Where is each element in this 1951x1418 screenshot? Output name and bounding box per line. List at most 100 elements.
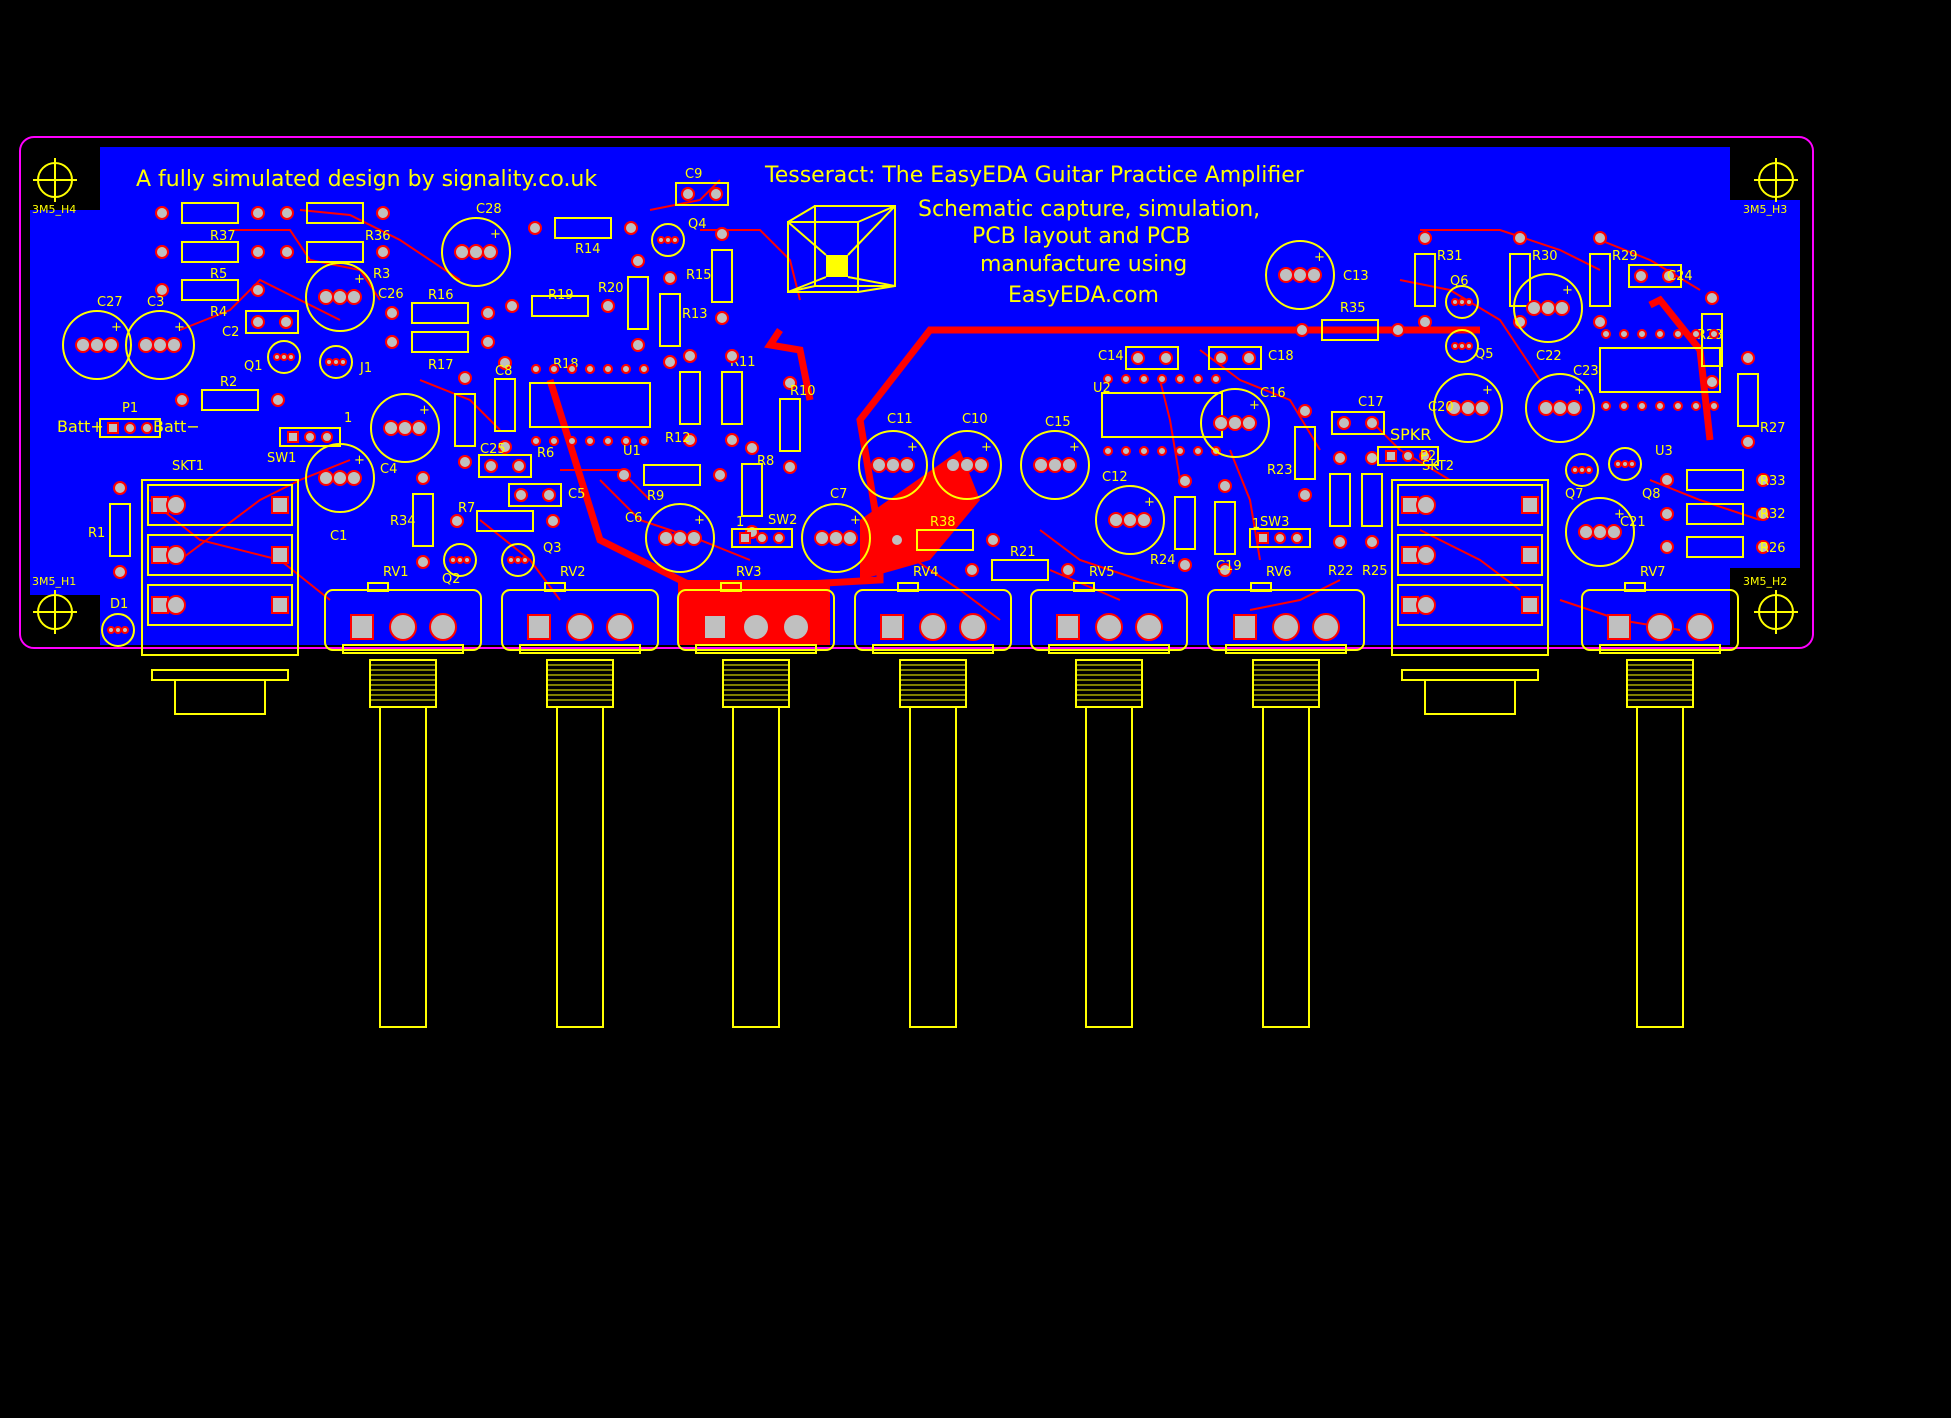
component-c11: +C11 <box>858 412 928 500</box>
component-label: R32 <box>1760 507 1786 522</box>
polarity-mark: + <box>1144 495 1155 510</box>
component-r33: R33 <box>1660 469 1786 491</box>
component-r19: R19 <box>505 288 615 317</box>
component-d1: D1 <box>101 597 135 647</box>
polarity-mark: + <box>354 272 365 287</box>
mounting-hole: 3M5_H1 <box>32 575 77 634</box>
component-label: C23 <box>1573 364 1599 379</box>
component-label: C26 <box>378 287 404 302</box>
component-r24: R24 <box>1150 474 1196 572</box>
component-label: SW2 <box>768 513 797 528</box>
component-r27: R27 <box>1737 351 1786 449</box>
component-r21: R21 <box>965 545 1075 581</box>
component-label: R4 <box>210 305 227 320</box>
tesseract-logo <box>787 205 896 293</box>
component-c24: C24 <box>1628 264 1693 288</box>
credit-text: A fully simulated design by signality.co… <box>136 167 597 192</box>
socket-label: SKT1 <box>172 459 204 474</box>
mounting-hole: 3M5_H4 <box>32 158 77 216</box>
component-q1: Q1 <box>244 340 301 374</box>
component-r29: R29 <box>1589 231 1638 329</box>
component-c7: +C7 <box>801 487 871 573</box>
component-r9: R9 <box>617 464 727 504</box>
polarity-mark: + <box>1562 283 1573 298</box>
component-label: C10 <box>962 412 988 427</box>
potentiometer-rv1: RV1 <box>324 565 482 1028</box>
component-label: R27 <box>1760 421 1786 436</box>
component-label: R16 <box>428 288 454 303</box>
potentiometer-label: RV2 <box>560 565 586 580</box>
component-label: R20 <box>598 281 624 296</box>
potentiometer-rv6: RV6 <box>1207 565 1365 1028</box>
component-q8: Q8 <box>1608 447 1661 502</box>
component-label: C5 <box>568 487 585 502</box>
component-label: C21 <box>1620 515 1646 530</box>
component-sw3: SW3 <box>1249 515 1311 548</box>
component-q2: Q2 <box>442 543 477 587</box>
component-r36: R36 <box>280 202 391 244</box>
component-label: C8 <box>495 364 512 379</box>
mounting-hole-label: 3M5_H1 <box>32 575 76 588</box>
component-c28: +C28 <box>441 202 511 287</box>
component-r31: R31 <box>1414 231 1463 329</box>
component-r7: R7 <box>450 501 560 532</box>
component-r22: R22 <box>1328 451 1354 579</box>
component-label: SW1 <box>267 451 296 466</box>
component-c1: + C1 <box>305 443 375 544</box>
component-label: R9 <box>647 489 664 504</box>
pin1-marker: 1 <box>736 515 744 530</box>
component-u1: U1 <box>529 364 651 459</box>
component-c26: + C26 <box>305 262 404 332</box>
potentiometer-label: RV6 <box>1266 565 1292 580</box>
component-label: R30 <box>1532 249 1558 264</box>
description-line-1: Schematic capture, simulation, <box>918 197 1260 222</box>
polarity-mark: + <box>1574 383 1585 398</box>
component-label: R23 <box>1267 463 1293 478</box>
component-label: C1 <box>330 529 347 544</box>
component-label: R7 <box>458 501 475 516</box>
polarity-mark: + <box>694 513 705 528</box>
component-label: R8 <box>757 454 774 469</box>
potentiometer-rv3: RV3 <box>677 565 835 1028</box>
component-label: C16 <box>1260 386 1286 401</box>
mounting-hole-label: 3M5_H3 <box>1743 203 1787 216</box>
component-label: Q2 <box>442 572 461 587</box>
component-label: R26 <box>1760 541 1786 556</box>
component-label: R24 <box>1150 553 1176 568</box>
component-label: R19 <box>548 288 574 303</box>
component-label: C15 <box>1045 415 1071 430</box>
component-r23: R23 <box>1267 404 1316 502</box>
component-label: C12 <box>1102 470 1128 485</box>
polarity-mark: + <box>1482 383 1493 398</box>
component-label: C4 <box>380 462 397 477</box>
component-label: R36 <box>365 229 391 244</box>
component-r10: R10 <box>779 376 816 474</box>
component-label: R31 <box>1437 249 1463 264</box>
component-label: U3 <box>1655 444 1673 459</box>
polarity-mark: + <box>354 453 365 468</box>
component-r26: R26 <box>1660 536 1786 558</box>
mounting-hole-label: 3M5_H4 <box>32 203 76 216</box>
component-r25: R25 <box>1361 451 1388 579</box>
component-c21: +C21 <box>1565 497 1646 567</box>
component-c17: C17 <box>1331 395 1385 435</box>
component-q5: Q5 <box>1445 329 1494 363</box>
component-label: R10 <box>790 384 816 399</box>
component-r34: R34 <box>390 471 434 569</box>
component-label: D1 <box>110 597 128 612</box>
mounting-hole-label: 3M5_H2 <box>1743 575 1787 588</box>
component-r38: R38 <box>890 515 1000 551</box>
component-c14: C14 <box>1098 346 1179 370</box>
component-label: R35 <box>1340 301 1366 316</box>
component-label: Q3 <box>543 541 562 556</box>
component-label: Q7 <box>1565 487 1584 502</box>
component-label: R37 <box>210 229 236 244</box>
pin1-marker: 1 <box>344 411 352 426</box>
component-r4: R4 <box>155 279 265 320</box>
component-c20: +C20 <box>1428 373 1503 443</box>
component-p2: P2 <box>1377 446 1439 466</box>
component-c6: +C6 <box>625 503 715 573</box>
component-label: R29 <box>1612 249 1638 264</box>
